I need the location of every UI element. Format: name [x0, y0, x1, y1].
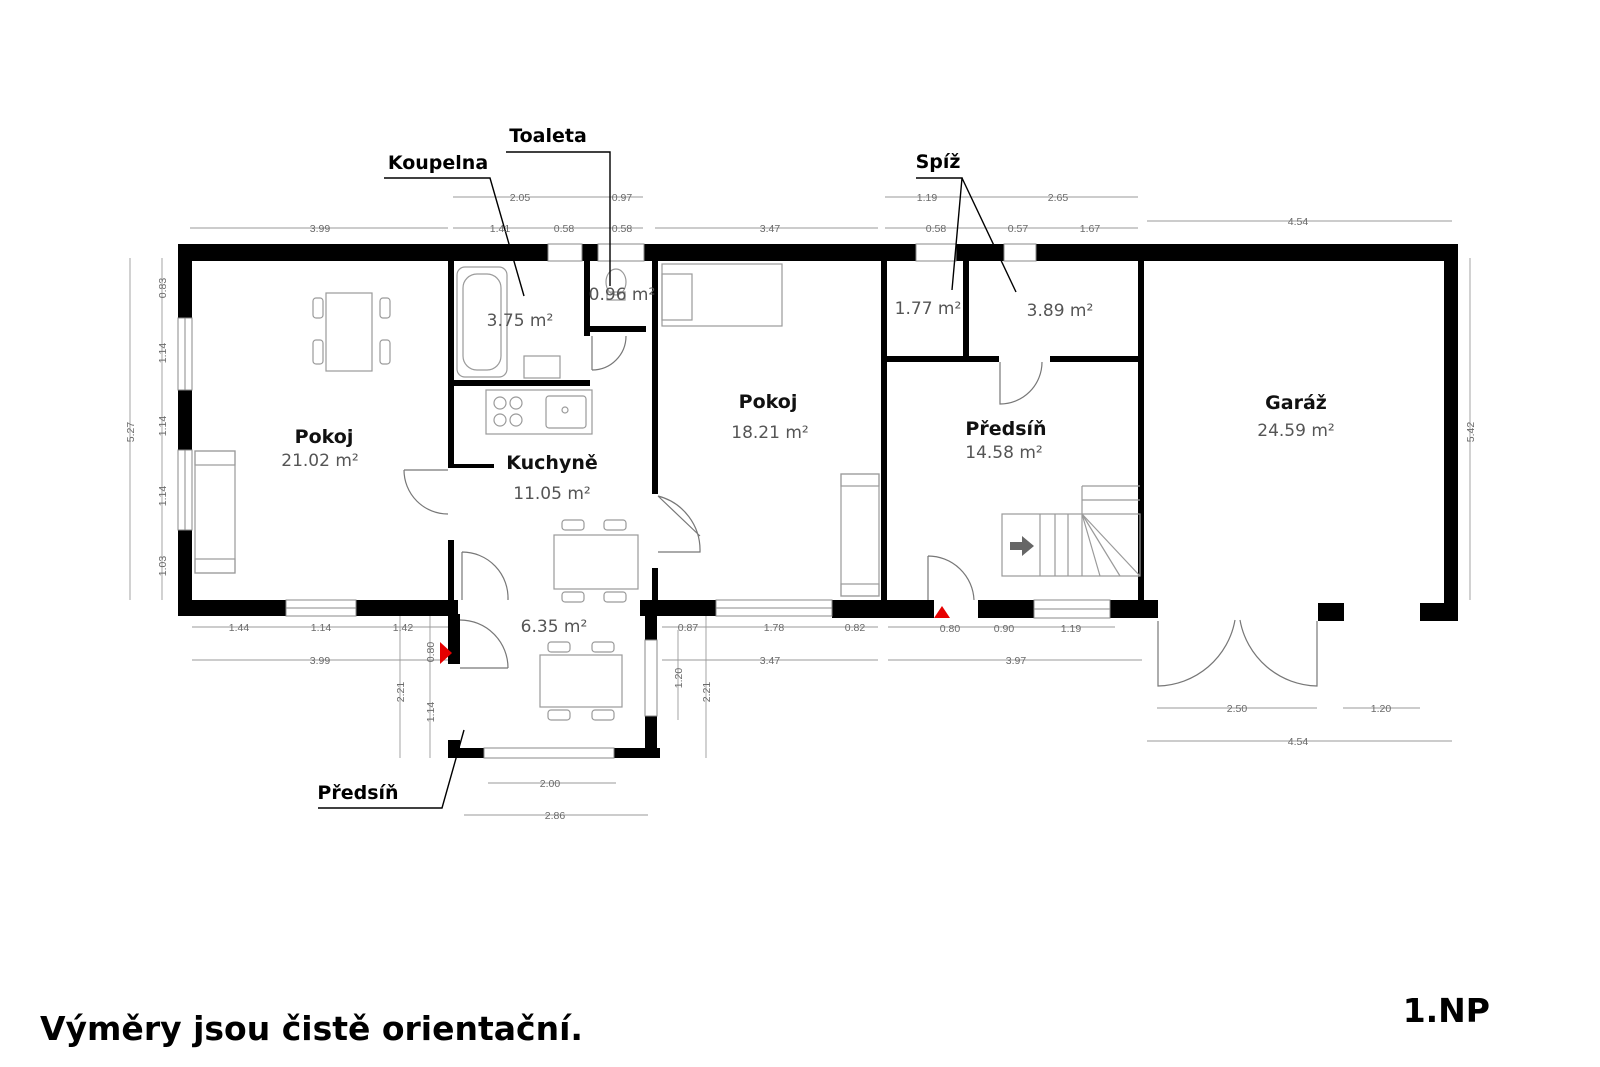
- svg-text:1.19: 1.19: [917, 192, 938, 204]
- svg-text:3.99: 3.99: [310, 655, 331, 667]
- dimension-labels: 2.05 0.97 1.19 2.65 3.99 1.41 0.58 0.58 …: [125, 192, 1477, 822]
- room-name-kuchyne: Kuchyně: [506, 452, 598, 474]
- svg-text:3.47: 3.47: [760, 655, 781, 667]
- svg-text:2.21: 2.21: [701, 682, 713, 703]
- room-area-pokoj-mid: 18.21 m²: [731, 423, 808, 443]
- callout-labels: Toaleta Koupelna Spíž Předsíň: [317, 125, 960, 804]
- footer-note: Výměry jsou čistě orientační.: [40, 1009, 583, 1048]
- svg-text:1.78: 1.78: [764, 622, 785, 634]
- svg-text:3.47: 3.47: [760, 223, 781, 235]
- svg-text:0.58: 0.58: [926, 223, 947, 235]
- callout-leaders: [318, 151, 1017, 809]
- svg-text:1.20: 1.20: [673, 668, 685, 689]
- room-area-predsin-main: 14.58 m²: [965, 443, 1042, 463]
- svg-text:1.14: 1.14: [157, 343, 169, 364]
- svg-text:3.97: 3.97: [1006, 655, 1027, 667]
- room-area-kuchyne: 11.05 m²: [513, 484, 590, 504]
- svg-text:0.80: 0.80: [940, 623, 961, 635]
- floor-label: 1.NP: [1403, 991, 1490, 1030]
- svg-text:0.57: 0.57: [1008, 223, 1029, 235]
- svg-text:0.97: 0.97: [612, 192, 633, 204]
- room-name-pokoj-mid: Pokoj: [739, 391, 798, 413]
- svg-text:1.42: 1.42: [393, 622, 414, 634]
- room-name-pokoj-left: Pokoj: [295, 426, 354, 448]
- svg-text:1.44: 1.44: [229, 622, 250, 634]
- callout-spiz: Spíž: [916, 151, 961, 173]
- doors: [403, 335, 1318, 687]
- svg-text:1.14: 1.14: [157, 486, 169, 507]
- windows: [177, 243, 1111, 759]
- room-area-toaleta: 0.96 m²: [589, 285, 656, 305]
- walls: [178, 244, 1458, 758]
- svg-text:2.05: 2.05: [510, 192, 531, 204]
- callout-predsin: Předsíň: [317, 782, 398, 804]
- svg-text:5.27: 5.27: [125, 422, 137, 443]
- svg-text:5.42: 5.42: [1465, 422, 1477, 443]
- dimension-lines: [129, 196, 1471, 816]
- svg-text:0.82: 0.82: [845, 622, 866, 634]
- room-area-predsin-entry: 6.35 m²: [521, 617, 588, 637]
- svg-text:2.65: 2.65: [1048, 192, 1069, 204]
- room-area-pokoj-left: 21.02 m²: [281, 451, 358, 471]
- room-name-garaz: Garáž: [1265, 392, 1327, 414]
- svg-text:1.14: 1.14: [311, 622, 332, 634]
- svg-text:1.41: 1.41: [490, 223, 511, 235]
- room-area-spiz-small: 1.77 m²: [895, 299, 962, 319]
- entry-marker-icon: [934, 606, 950, 618]
- room-area-garaz: 24.59 m²: [1257, 421, 1334, 441]
- svg-text:1.67: 1.67: [1080, 223, 1101, 235]
- svg-text:3.99: 3.99: [310, 223, 331, 235]
- callout-koupelna: Koupelna: [388, 152, 488, 174]
- callout-toaleta: Toaleta: [509, 125, 587, 147]
- furniture: [194, 263, 1141, 721]
- svg-text:0.90: 0.90: [994, 623, 1015, 635]
- svg-text:4.54: 4.54: [1288, 216, 1309, 228]
- svg-text:2.21: 2.21: [395, 682, 407, 703]
- svg-text:0.58: 0.58: [554, 223, 575, 235]
- svg-text:1.20: 1.20: [1371, 703, 1392, 715]
- svg-text:0.58: 0.58: [612, 223, 633, 235]
- svg-text:0.83: 0.83: [157, 278, 169, 299]
- svg-text:0.87: 0.87: [678, 622, 699, 634]
- svg-text:4.54: 4.54: [1288, 736, 1309, 748]
- svg-text:1.14: 1.14: [157, 416, 169, 437]
- svg-text:0.80: 0.80: [425, 642, 437, 663]
- room-name-predsin-main: Předsíň: [965, 418, 1046, 440]
- entry-marker-icon: [440, 642, 452, 664]
- svg-text:2.50: 2.50: [1227, 703, 1248, 715]
- room-area-spiz-large: 3.89 m²: [1027, 301, 1094, 321]
- room-area-koupelna: 3.75 m²: [487, 311, 554, 331]
- room-labels: Pokoj 21.02 m² 3.75 m² 0.96 m² Kuchyně 1…: [281, 285, 1334, 637]
- svg-text:1.03: 1.03: [157, 556, 169, 577]
- svg-text:2.86: 2.86: [545, 810, 566, 822]
- svg-text:1.19: 1.19: [1061, 623, 1082, 635]
- svg-text:1.14: 1.14: [425, 702, 437, 723]
- svg-text:2.00: 2.00: [540, 778, 561, 790]
